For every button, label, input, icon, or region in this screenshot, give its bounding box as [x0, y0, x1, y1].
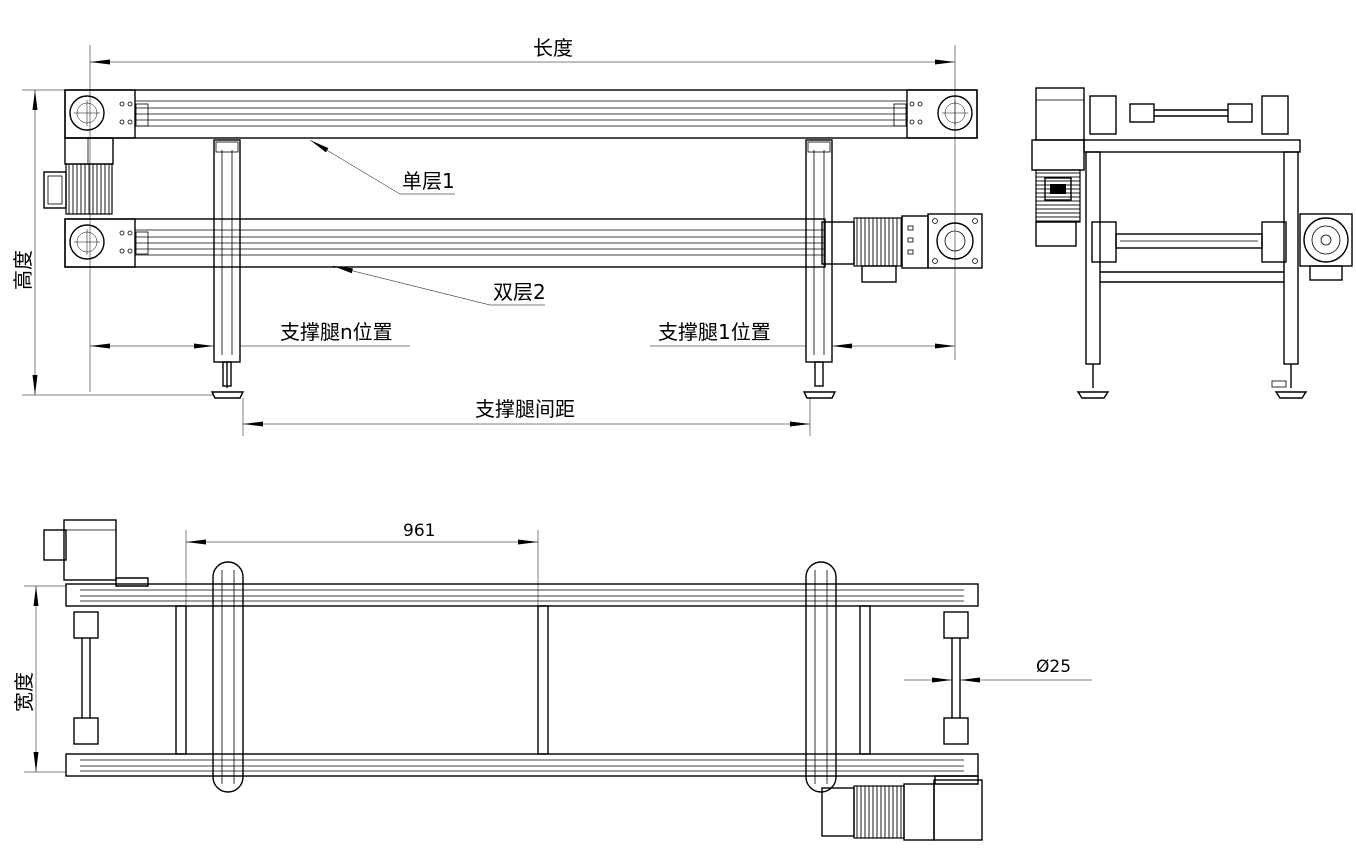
- diameter-25-label: Ø25: [1036, 657, 1071, 677]
- support-leg-n: [210, 139, 245, 399]
- height-label: 高度: [11, 250, 35, 290]
- dimension-961-label: 961: [403, 521, 435, 541]
- double-layer-leader: [332, 265, 545, 306]
- double-layer-label: 双层2: [493, 280, 546, 304]
- lower-conveyor-beam: [64, 218, 826, 268]
- support-leg-1: [802, 139, 837, 399]
- front-view: 长度 高度 单层1 双层2 支撑腿n位置 支撑: [11, 36, 983, 436]
- single-layer-label: 单层1: [402, 169, 455, 193]
- upper-drive-motor: [43, 137, 114, 215]
- length-dimension: [89, 45, 956, 392]
- length-label: 长度: [533, 36, 573, 60]
- height-dimension: [22, 89, 214, 396]
- single-layer-leader: [309, 139, 455, 195]
- top-view: [24, 519, 1092, 841]
- leg-n-position-label: 支撑腿n位置: [280, 320, 393, 344]
- upper-conveyor-beam: [64, 89, 978, 139]
- leg-1-position-label: 支撑腿1位置: [658, 320, 771, 344]
- side-view: [1031, 87, 1353, 399]
- lower-drive-motor: [821, 213, 983, 283]
- leg-spacing-label: 支撑腿间距: [475, 397, 575, 421]
- width-label: 宽度: [12, 672, 36, 712]
- leg-spacing-dimension: [242, 398, 811, 436]
